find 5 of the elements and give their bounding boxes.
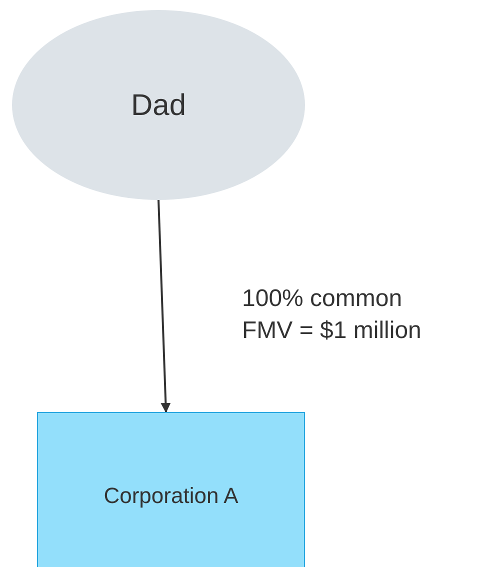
entity-box — [37, 412, 305, 567]
arrow — [158, 200, 171, 413]
node-label: Dad — [130, 88, 186, 124]
edge-label: 100% common FMV = $1 million — [242, 284, 422, 346]
node-label: Corporation A — [104, 482, 238, 510]
